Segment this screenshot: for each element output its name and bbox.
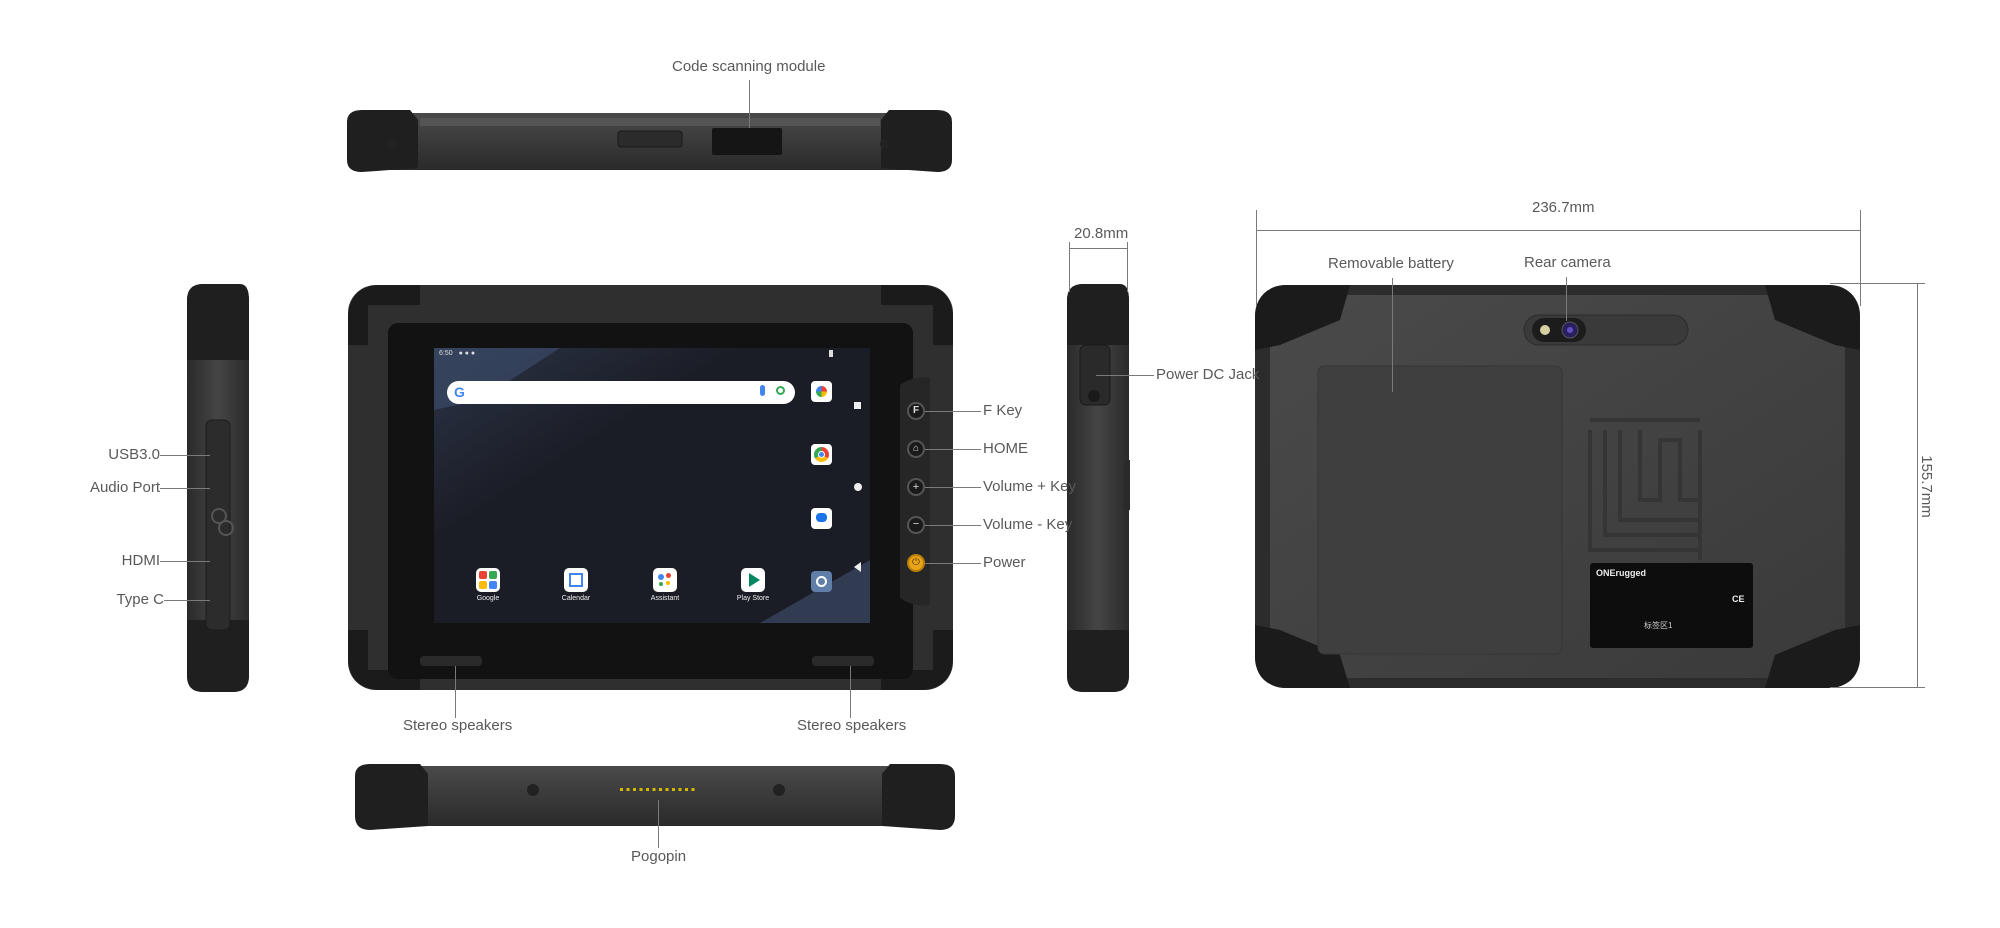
volume-up-button[interactable]: + [907, 478, 925, 496]
pogo-pin [639, 788, 643, 791]
battery-icon [829, 350, 833, 357]
app-google[interactable]: Google [470, 568, 506, 602]
pogo-pin [672, 788, 675, 791]
dim-height-tick-bottom [1830, 687, 1925, 688]
dimension-width: 236.7mm [1532, 199, 1595, 216]
label-power: Power [983, 554, 1026, 571]
microphone-icon[interactable] [760, 385, 765, 396]
label-volume-up: Volume + Key [983, 478, 1076, 495]
label-stereo-speakers-right: Stereo speakers [797, 717, 907, 734]
leader-type-c [164, 600, 210, 601]
lens-icon[interactable] [776, 386, 785, 395]
back-label-stamp: 标签区1 [1644, 621, 1673, 630]
leader-audio-port [160, 488, 210, 489]
dim-height-tick-top [1830, 283, 1925, 284]
label-home: HOME [983, 440, 1028, 457]
leader-power-dc-jack [1096, 375, 1154, 376]
dim-width-line [1256, 230, 1860, 231]
pogo-pin [678, 788, 682, 791]
leader-rear-camera [1566, 277, 1567, 321]
dimension-thickness: 20.8mm [1074, 225, 1129, 242]
dim-width-tick-left [1256, 210, 1257, 306]
app-label: Assistant [650, 595, 680, 602]
google-search-bar[interactable]: G [447, 381, 795, 404]
home-key-button[interactable]: ⌂ [907, 440, 925, 458]
app-label: Google [476, 595, 500, 602]
leader-power [925, 563, 981, 564]
leader-hdmi [160, 561, 210, 562]
label-hdmi: HDMI [121, 552, 160, 569]
leader-volume-down [925, 525, 981, 526]
label-f-key: F Key [983, 402, 1023, 419]
dim-width-tick-right [1860, 210, 1861, 306]
left-side-view [187, 284, 249, 692]
pogo-pin [652, 788, 656, 791]
app-label: Calendar [561, 595, 591, 602]
dim-thickness-tick-right [1127, 242, 1128, 292]
label-removable-battery: Removable battery [1328, 255, 1454, 272]
pogo-pin [691, 788, 695, 791]
label-rear-camera: Rear camera [1524, 254, 1611, 271]
dim-height-line [1917, 283, 1918, 687]
pogo-pin [685, 788, 688, 791]
leader-home [925, 449, 981, 450]
pogo-pin [620, 788, 623, 791]
right-side-view [1067, 284, 1130, 692]
home-nav-button[interactable] [854, 483, 862, 491]
dim-thickness-line [1069, 248, 1127, 249]
leader-volume-up [925, 487, 981, 488]
leader-speaker-left [455, 666, 456, 718]
chrome-icon[interactable] [811, 444, 832, 465]
app-calendar[interactable]: Calendar [558, 568, 594, 602]
status-time: 6:50 [439, 350, 453, 357]
calendar-icon [564, 568, 588, 592]
label-stereo-speakers-left: Stereo speakers [403, 717, 513, 734]
google-logo-icon: G [454, 384, 465, 400]
leader-f-key [925, 411, 981, 412]
messages-icon[interactable] [811, 508, 832, 529]
pogo-pin [626, 788, 630, 791]
pogo-pin [633, 788, 636, 791]
ce-mark-icon: CE [1732, 594, 1745, 604]
power-button[interactable]: ⏻ [907, 554, 925, 572]
volume-down-button[interactable]: − [907, 516, 925, 534]
google-folder-icon [476, 568, 500, 592]
app-play-store[interactable]: Play Store [735, 568, 771, 602]
leader-code-scanning [749, 80, 750, 128]
dim-thickness-tick-left [1069, 242, 1070, 292]
label-code-scanning-module: Code scanning module [672, 58, 826, 75]
photos-icon[interactable] [811, 381, 832, 402]
leader-speaker-right [850, 666, 851, 718]
assistant-icon [653, 568, 677, 592]
leader-removable-battery [1392, 278, 1393, 392]
back-view [1255, 285, 1860, 688]
app-assistant[interactable]: Assistant [647, 568, 683, 602]
status-icons: ● ● ● [458, 350, 476, 357]
brand-logo: ONErugged [1596, 568, 1647, 578]
label-pogopin: Pogopin [631, 848, 687, 865]
label-usb3: USB3.0 [108, 446, 160, 463]
dimension-height: 155.7mm [1917, 455, 1935, 518]
leader-usb3 [160, 455, 210, 456]
recents-nav-button[interactable] [854, 402, 861, 409]
pogo-pin [646, 788, 649, 791]
status-bar: 6:50 ● ● ● [439, 350, 475, 360]
back-nav-button[interactable] [854, 562, 861, 572]
label-audio-port: Audio Port [89, 479, 160, 496]
app-label: Play Store [736, 595, 770, 602]
play-store-icon [741, 568, 765, 592]
label-type-c: Type C [116, 591, 164, 608]
label-power-dc-jack: Power DC Jack [1156, 366, 1260, 383]
f-key-button[interactable]: F [907, 402, 925, 420]
leader-pogopin [658, 800, 659, 848]
pogo-pin [659, 788, 662, 791]
screen-content: 6:50 ● ● ● G Google Calendar Assistant [434, 348, 870, 623]
bottom-edge-view [355, 764, 955, 830]
label-volume-down: Volume - Key [983, 516, 1073, 533]
top-edge-view [347, 110, 952, 172]
settings-icon[interactable] [811, 571, 832, 592]
pogo-pin [665, 788, 669, 791]
